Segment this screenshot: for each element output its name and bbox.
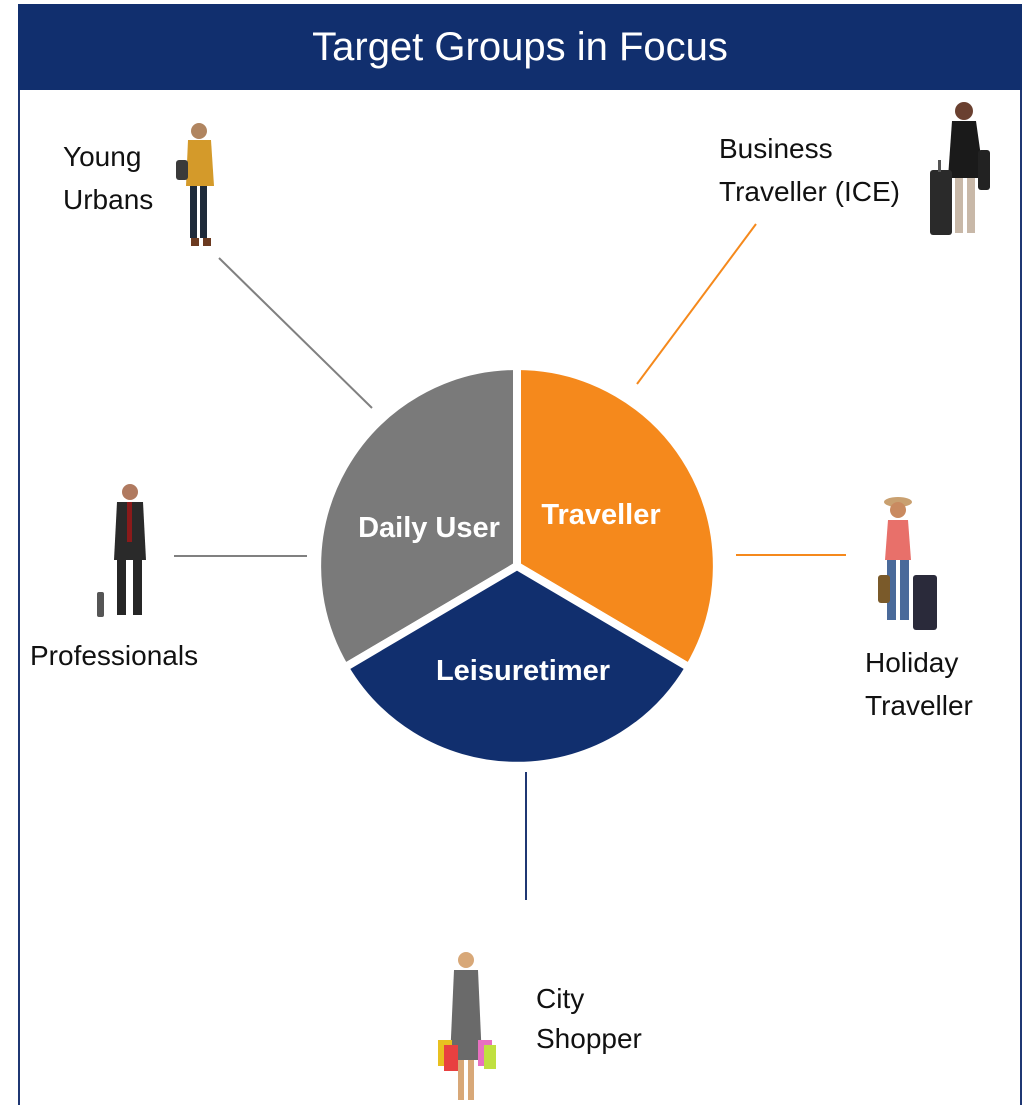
professionals-person-icon [97,484,146,617]
label-business-traveller-line1: Business [719,133,833,164]
segment-label-daily-user: Daily User [358,512,500,544]
business-traveller-person-icon [930,102,990,235]
slide-frame [18,4,1022,1105]
label-young-urbans-line2: Urbans [63,184,153,215]
connector-business-traveller [636,223,757,385]
label-young-urbans-line1: Young [63,141,141,172]
page-title: Target Groups in Focus [312,24,728,69]
young-urbans-person-icon [176,123,214,246]
label-holiday-traveller-line1: Holiday [865,647,958,678]
segment-pie [313,362,721,770]
label-business-traveller: Business Traveller (ICE) [719,133,900,207]
label-professionals-line1: Professionals [30,640,198,671]
pie-segment-leisuretimer [340,562,694,770]
title-bar: Target Groups in Focus [18,4,1022,90]
label-young-urbans: Young Urbans [63,141,153,215]
person-figures [97,102,990,1100]
label-city-shopper-line2: Shopper [536,1023,642,1054]
holiday-traveller-person-icon [878,497,937,630]
city-shopper-person-icon [438,952,496,1100]
label-professionals: Professionals [30,640,198,671]
label-city-shopper: City Shopper [536,983,642,1054]
label-business-traveller-line2: Traveller (ICE) [719,176,900,207]
segment-label-leisuretimer: Leisuretimer [436,655,610,687]
connector-young-urbans [218,257,373,409]
label-city-shopper-line1: City [536,983,584,1014]
label-holiday-traveller-line2: Traveller [865,690,973,721]
label-holiday-traveller: Holiday Traveller [865,647,973,721]
segment-label-traveller: Traveller [541,499,660,531]
